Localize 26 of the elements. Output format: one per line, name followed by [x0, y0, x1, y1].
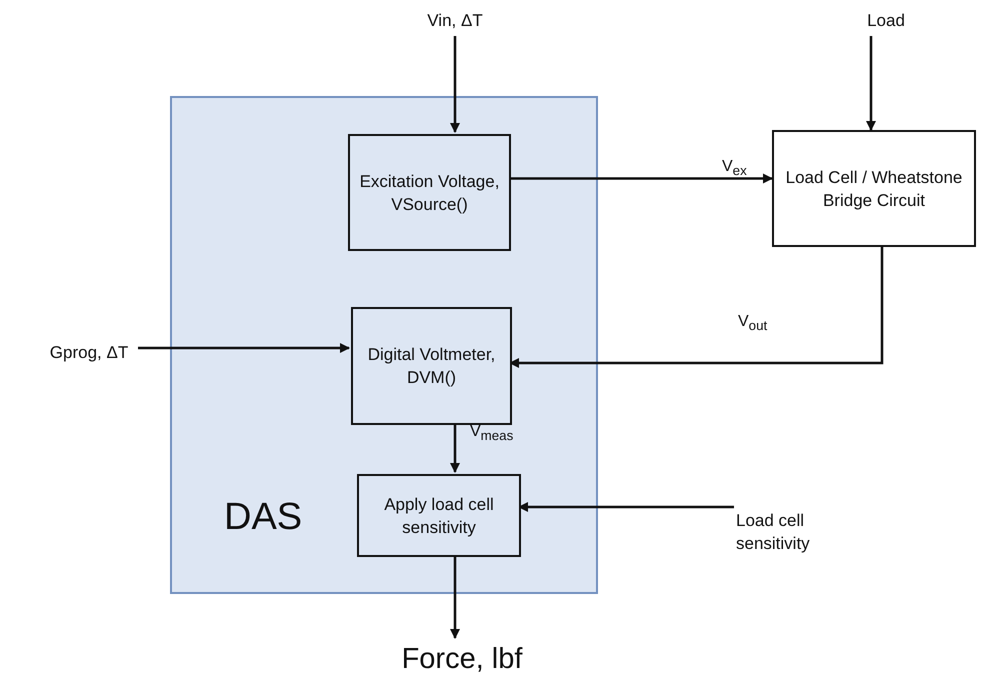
arrow [450, 423, 460, 473]
signal-label: Force, lbf [392, 636, 532, 682]
arrow [138, 343, 350, 353]
arrow [509, 247, 884, 368]
edge-label: V$_{ex}$ [722, 158, 747, 178]
signal-label: Load [855, 6, 917, 34]
arrow [509, 174, 773, 184]
signal-label: Gprog, ΔT [40, 338, 138, 366]
edge-label: V$_{out}$ [738, 313, 768, 334]
process-box [357, 474, 521, 557]
panel-title: DAS [224, 496, 302, 539]
box-text: Load Cell / Wheatstone Bridge Circuit [784, 166, 964, 212]
signal-label: Load cell sensitivity [736, 510, 854, 554]
signal-label: Vin, ΔT [395, 6, 515, 34]
box-text: Excitation Voltage, VSource() [358, 170, 500, 216]
arrow [518, 502, 734, 512]
box-text: Apply load cell sensitivity [383, 494, 495, 538]
process-box [351, 307, 512, 425]
box-text: Digital Voltmeter, DVM() [366, 344, 496, 389]
arrow [450, 36, 460, 133]
arrow [866, 36, 876, 131]
edge-label: V$_{meas}$ [470, 423, 514, 444]
arrow [450, 555, 460, 639]
component-box [772, 130, 976, 247]
das-panel [170, 96, 598, 594]
process-box [348, 134, 511, 251]
